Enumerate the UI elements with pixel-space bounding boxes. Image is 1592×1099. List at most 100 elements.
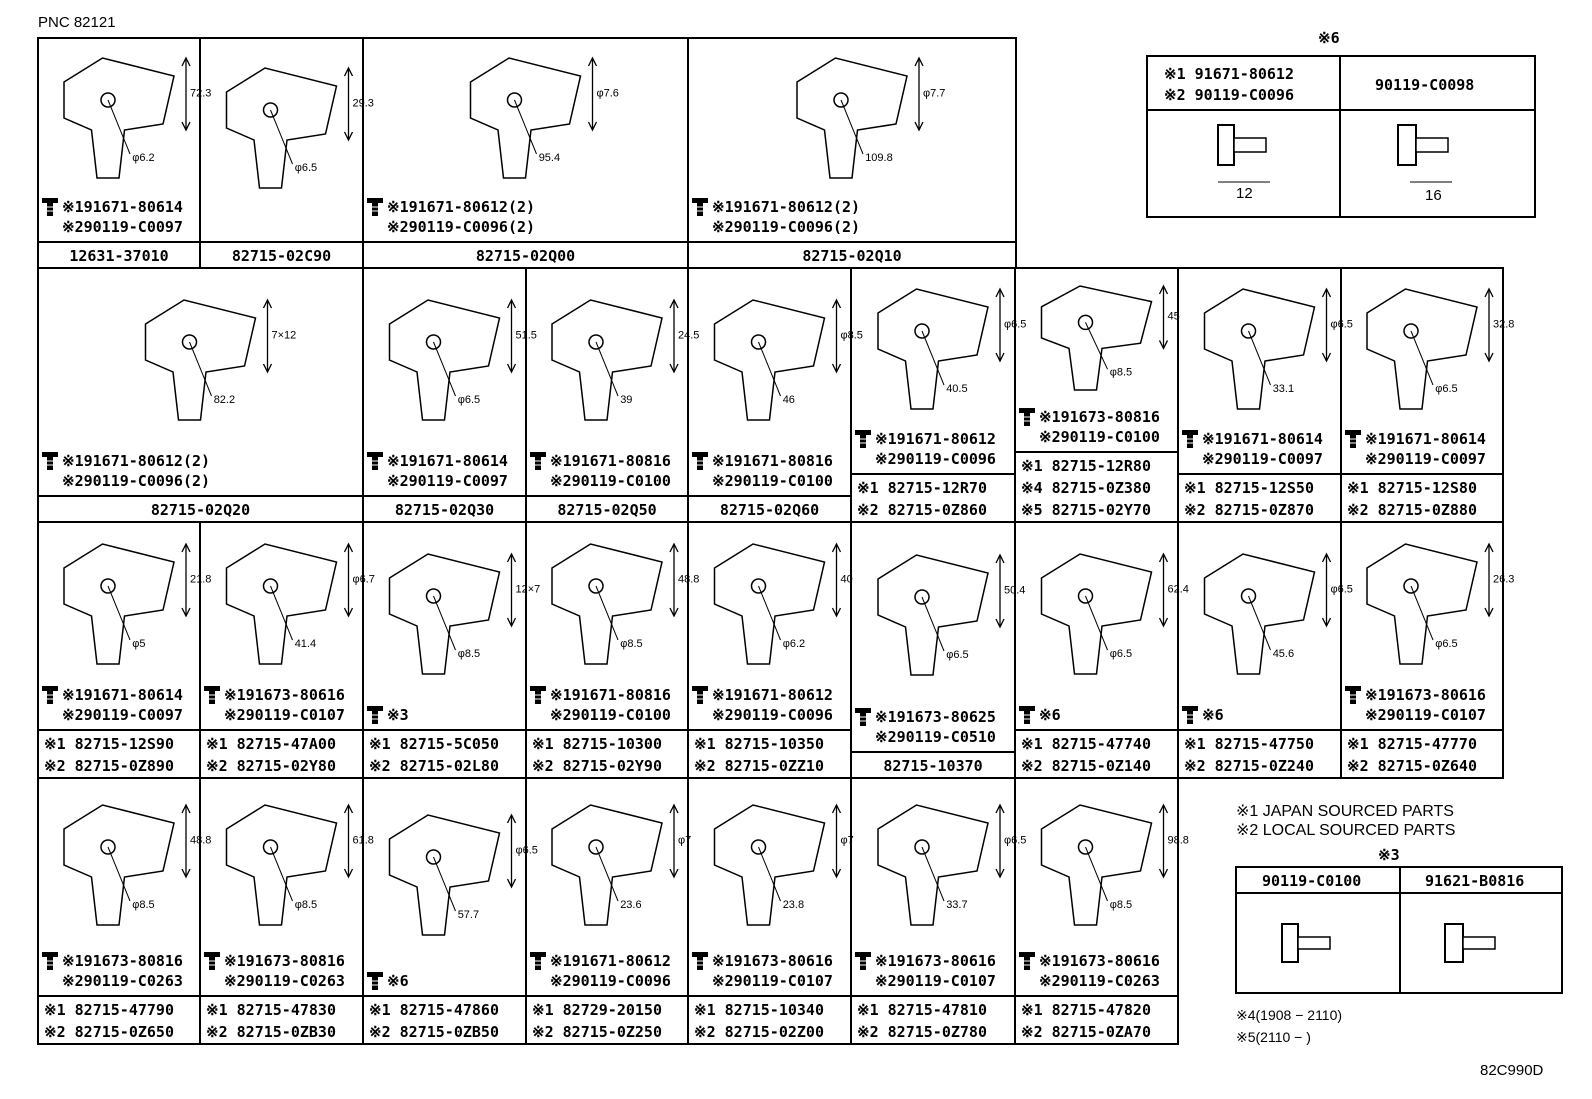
bracket-drawing — [877, 803, 1005, 926]
bolt-spec: ※290119-C0107 — [875, 972, 996, 990]
bolt-spec: ※290119-C0510 — [875, 728, 996, 746]
bracket-drawing — [1040, 552, 1169, 675]
part-number: ※1 82715-12S50 — [1184, 479, 1314, 497]
bolt-icon — [41, 951, 59, 971]
bolt-icon — [203, 951, 221, 971]
part-cell: ※1 82715-47810※2 82715-0Z780※191673-8061… — [850, 777, 1026, 1045]
bolt-icon — [366, 971, 384, 991]
table6-col2: 90119-C0098 — [1375, 76, 1474, 94]
part-cell: 82715-02Q50※191671-80816※290119-C010024.… — [525, 267, 699, 523]
part-number: 82715-02C90 — [232, 247, 331, 265]
bolt-spec: ※290119-C0100 — [712, 472, 833, 490]
table3-col2: 91621-B0816 — [1425, 872, 1524, 890]
bolt-icon — [1181, 705, 1199, 725]
part-cell: ※1 82715-47740※2 82715-0Z140※662.4φ6.5 — [1014, 521, 1189, 779]
part-number: ※1 82715-12S80 — [1347, 479, 1477, 497]
part-cell: ※1 82715-47770※2 82715-0Z640※191673-8061… — [1340, 521, 1514, 779]
part-number: ※2 82715-02Y90 — [532, 757, 662, 775]
bolt-spec: ※191673-80816 — [224, 952, 345, 970]
bolt-spec: ※290119-C0107 — [224, 706, 345, 724]
bolt-spec: ※191671-80612 — [712, 686, 833, 704]
part-cell: ※1 82729-20150※2 82715-0Z250※191671-8061… — [525, 777, 691, 1045]
part-number: ※1 82715-10350 — [694, 735, 824, 753]
dimension-label: 23.6 — [620, 899, 641, 911]
bolt-spec: ※3 — [387, 706, 409, 724]
part-number: 82715-02Q20 — [151, 501, 250, 519]
bolt-spec: ※191671-80816 — [550, 452, 671, 470]
bolt-icon — [691, 197, 709, 217]
part-cell: ※1 82715-5C050※2 82715-02L80※312×7φ8.5 — [362, 521, 540, 779]
cells-layer: 12631-37010※191671-80614※290119-C009772.… — [37, 37, 1514, 1045]
bolt-spec: ※191671-80612(2) — [712, 198, 860, 216]
bolt-icon — [1018, 407, 1036, 427]
note-4: ※4(1908 − 2110) — [1236, 1007, 1342, 1023]
hex-bolt-icon — [1397, 124, 1452, 183]
bolt-icon — [366, 451, 384, 471]
bracket-drawing — [225, 803, 354, 926]
part-number: ※2 82715-0Z860 — [857, 501, 987, 519]
part-number: ※2 82715-0Z870 — [1184, 501, 1314, 519]
part-cell: ※1 82715-47A00※2 82715-02Y80※191673-8061… — [199, 521, 375, 779]
table6-col1-line2: ※2 90119-C0096 — [1164, 86, 1294, 104]
table6-col1-line1: ※1 91671-80612 — [1164, 65, 1294, 83]
part-number: ※1 82715-10300 — [532, 735, 662, 753]
bolt-icon — [203, 685, 221, 705]
dimension-label: φ8.5 — [295, 899, 317, 911]
part-number: 82715-02Q30 — [395, 501, 494, 519]
part-number: 82715-02Q50 — [557, 501, 656, 519]
bolt-spec: ※191671-80612 — [875, 430, 996, 448]
dimension-label: 95.4 — [539, 152, 560, 164]
bolt-spec: ※191671-80816 — [712, 452, 833, 470]
bracket-drawing — [388, 813, 517, 936]
part-number: ※2 82715-0Z250 — [532, 1023, 662, 1041]
bolt-icon — [1344, 685, 1362, 705]
table6-dim1: 12 — [1236, 185, 1253, 202]
part-number: ※1 82715-47860 — [369, 1001, 499, 1019]
bolt-icon — [366, 197, 384, 217]
bolt-icon — [529, 451, 547, 471]
part-cell: 82715-02Q00※191671-80612(2)※290119-C0096… — [362, 37, 689, 269]
dimension-label: 98.8 — [1168, 834, 1189, 846]
dimension-label: 7×12 — [272, 329, 297, 341]
part-cell: 82715-02Q30※191671-80614※290119-C009751.… — [362, 267, 537, 523]
bolt-icon — [41, 197, 59, 217]
legend-local: ※2 LOCAL SOURCED PARTS — [1236, 822, 1455, 839]
part-number: ※2 82715-02Y80 — [206, 757, 336, 775]
part-cell: 82715-02Q20※191671-80612(2)※290119-C0096… — [37, 267, 364, 523]
bracket-drawing — [1366, 542, 1494, 665]
part-number: ※1 82715-12S90 — [44, 735, 174, 753]
bolt-spec: ※290119-C0263 — [62, 972, 183, 990]
bolt-icon — [1181, 429, 1199, 449]
table6-dim2: 16 — [1425, 187, 1442, 204]
bolt-spec: ※290119-C0107 — [1365, 706, 1486, 724]
dimension-label: 45 — [1168, 310, 1180, 322]
dimension-label: φ6.5 — [1435, 638, 1457, 650]
dimension-label: 109.8 — [865, 152, 893, 164]
part-number: ※1 82715-47810 — [857, 1001, 987, 1019]
part-cell: 82715-10370※191673-80625※290119-C051050.… — [850, 521, 1025, 779]
bolt-spec: ※290119-C0096(2) — [712, 218, 860, 236]
bolt-spec: ※191671-80816 — [550, 686, 671, 704]
part-cell: ※1 82715-12S50※2 82715-0Z870※191671-8061… — [1177, 267, 1353, 523]
bracket-drawing — [1366, 287, 1494, 410]
part-cell: ※1 82715-12R80※4 82715-0Z380※5 82715-02Y… — [1014, 267, 1180, 523]
bolt-spec: ※191671-80612(2) — [62, 452, 210, 470]
part-number: ※2 82715-0Z780 — [857, 1023, 987, 1041]
part-number: 82715-02Q60 — [720, 501, 819, 519]
bracket-drawing — [713, 803, 842, 926]
bolt-spec: ※290119-C0097 — [62, 706, 183, 724]
part-number: ※1 82715-10340 — [694, 1001, 824, 1019]
bolt-icon — [41, 685, 59, 705]
bolt-spec: ※6 — [1039, 706, 1061, 724]
bolt-spec: ※191673-80816 — [62, 952, 183, 970]
bracket-drawing — [713, 298, 842, 421]
bracket-drawing — [63, 542, 191, 665]
bolt-spec: ※290119-C0097 — [1365, 450, 1486, 468]
dimension-label: φ8.5 — [1110, 366, 1132, 378]
bolt-icon — [854, 951, 872, 971]
legend-japan: ※1 JAPAN SOURCED PARTS — [1236, 803, 1454, 820]
drawing-code: 82C990D — [1480, 1062, 1544, 1079]
table6-marker: ※6 — [1318, 29, 1340, 47]
bracket-drawing — [388, 298, 517, 421]
